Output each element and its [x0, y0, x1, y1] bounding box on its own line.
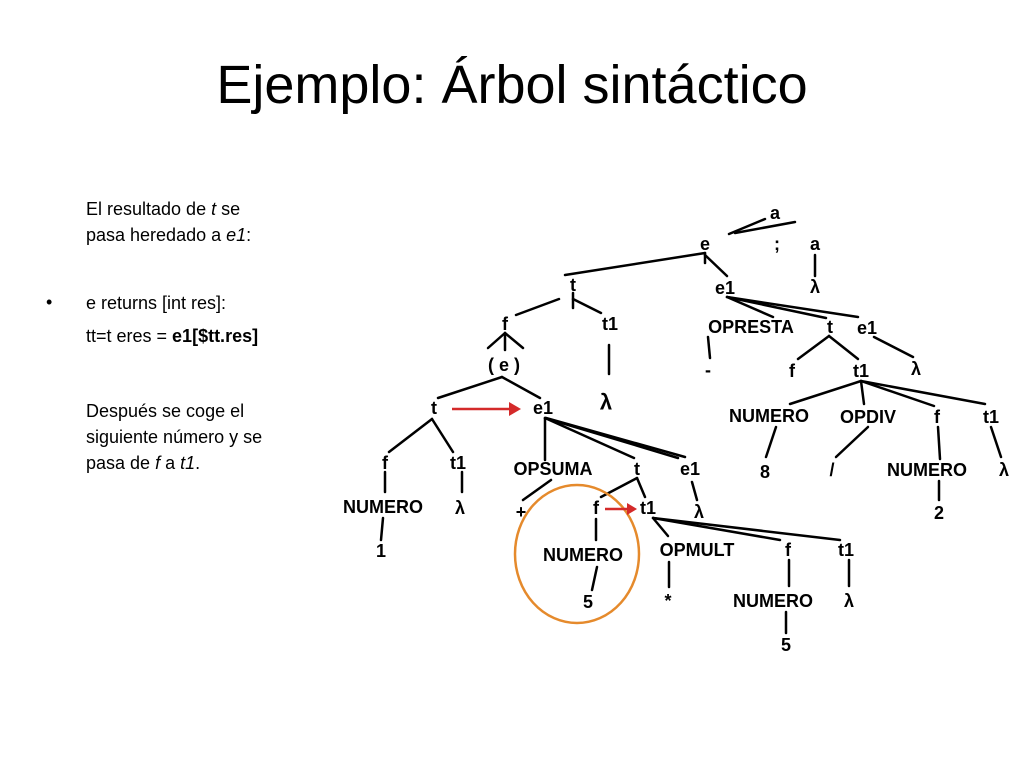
tree-edge: [521, 478, 553, 502]
tree-edge: [387, 417, 434, 454]
tree-edge: [543, 416, 636, 460]
tree-edge: [703, 253, 729, 278]
tree-node-numero-1: NUMERO: [343, 497, 423, 517]
tree-edge: [936, 425, 942, 461]
tree-node-f-mult: f: [785, 540, 792, 560]
tree-node-t-resta: t: [827, 317, 833, 337]
tree-node-numero-5b: NUMERO: [733, 591, 813, 611]
slide-title: Ejemplo: Árbol sintáctico: [216, 55, 808, 115]
tree-node-t1-mid: t1: [640, 498, 656, 518]
tree-edge: [725, 295, 775, 319]
tree-edge: [436, 375, 504, 400]
tree-node-numero-5a: NUMERO: [543, 545, 623, 565]
tree-node-numero-2: NUMERO: [887, 460, 967, 480]
tree-edge: [989, 425, 1003, 459]
tree-node-e1-resta: e1: [857, 318, 877, 338]
tree-node-f-div: f: [934, 407, 941, 427]
tree-node-e1-main: e1: [715, 278, 735, 298]
tree-edge: [859, 379, 866, 406]
bullet-returns: e returns [int res]:: [86, 293, 227, 313]
tree-edge: [764, 425, 778, 459]
tree-node-lambda-a: λ: [810, 277, 820, 297]
tree-node-opdiv: OPDIV: [840, 407, 896, 427]
tree-node-f-mid: f: [593, 498, 600, 518]
tree-node-t1-resta: t1: [853, 361, 869, 381]
tree-node-a-right: a: [810, 234, 821, 254]
tree-edge: [563, 251, 707, 277]
tree-edges: [379, 217, 1003, 635]
tree-edge: [872, 335, 915, 359]
tree-edge: [859, 379, 987, 406]
tree-node-star: *: [664, 591, 671, 611]
tree-edge: [590, 565, 599, 592]
tree-node-lambda-t1-div: λ: [999, 460, 1009, 480]
tree-edge: [733, 220, 797, 235]
tree-node-plus: +: [516, 502, 527, 522]
tree-node-t1-div: t1: [983, 407, 999, 427]
tree-node-val-2: 2: [934, 503, 944, 523]
tree-edge: [379, 516, 385, 542]
tree-node-e-top: e: [700, 234, 710, 254]
tree-edge: [788, 379, 863, 406]
tree-node-t1-main: t1: [602, 314, 618, 334]
tree-node-t-inner: t: [431, 398, 437, 418]
tree-node-f-main: f: [502, 314, 509, 334]
tree-node-semicolon: ;: [774, 234, 780, 254]
paragraph-herencia: El resultado de t se pasa heredado a e1:: [86, 199, 252, 245]
tree-node-lambda-t1-main: λ: [600, 390, 612, 415]
paragraph-siguiente: Después se coge el siguiente número y se…: [86, 401, 263, 473]
tree-node-opsuma: OPSUMA: [513, 459, 592, 479]
tree-node-numero-8: NUMERO: [729, 406, 809, 426]
tree-node-lambda-t1-mult: λ: [844, 591, 854, 611]
tree-edge: [727, 217, 767, 236]
tree-node-e1-opsuma: e1: [680, 459, 700, 479]
tree-edge: [706, 335, 712, 360]
tree-node-t-opsuma: t: [634, 459, 640, 479]
tree-node-t1-inner: t1: [450, 453, 466, 473]
tree-edge: [635, 476, 647, 499]
tree-node-t1-mult: t1: [838, 540, 854, 560]
tree-node-opmult: OPMULT: [660, 540, 735, 560]
tree-edge: [690, 480, 699, 502]
tree-edge: [651, 516, 670, 538]
tree-edge: [725, 295, 860, 319]
tree-edge: [834, 425, 870, 459]
tree-edge: [544, 416, 687, 459]
tree-edge: [651, 516, 842, 542]
tree-node-minus: -: [705, 360, 711, 380]
tree-node-e1-inner: e1: [533, 398, 553, 418]
tree-edge: [486, 331, 507, 350]
tree-edge: [827, 334, 860, 361]
tree-edge: [796, 334, 831, 361]
tree-node-val-1: 1: [376, 541, 386, 561]
tree-node-a-root: a: [770, 203, 781, 223]
tree-edge: [503, 331, 525, 350]
tree-node-val-8: 8: [760, 462, 770, 482]
tree-node-slash: /: [829, 460, 834, 480]
tree-node-lambda-e1-resta: λ: [911, 359, 921, 379]
arrow-head-icon: [627, 503, 637, 515]
tree-node-val-5b: 5: [781, 635, 791, 655]
tree-node-t-main: t: [570, 275, 576, 295]
tree-accents: [452, 402, 641, 625]
paragraph-eres: tt=t eres = e1[$tt.res]: [86, 326, 259, 346]
tree-edge: [514, 297, 561, 317]
tree-node-lambda-e1-opsuma: λ: [694, 502, 704, 522]
tree-node-paren-e: ( e ): [488, 355, 520, 375]
tree-node-lambda-t1-inner: λ: [455, 498, 465, 518]
tree-edge: [571, 297, 603, 315]
highlight-circle: [513, 483, 641, 625]
tree-node-f-inner: f: [382, 453, 389, 473]
arrow-head-icon: [509, 402, 521, 416]
tree-edge: [430, 417, 455, 454]
tree-edge: [500, 375, 542, 400]
bullet-marker: •: [46, 292, 53, 312]
tree-node-val-5a: 5: [583, 592, 593, 612]
tree-node-f-resta: f: [789, 361, 796, 381]
tree-node-opresta: OPRESTA: [708, 317, 794, 337]
tree-edge: [859, 379, 936, 408]
